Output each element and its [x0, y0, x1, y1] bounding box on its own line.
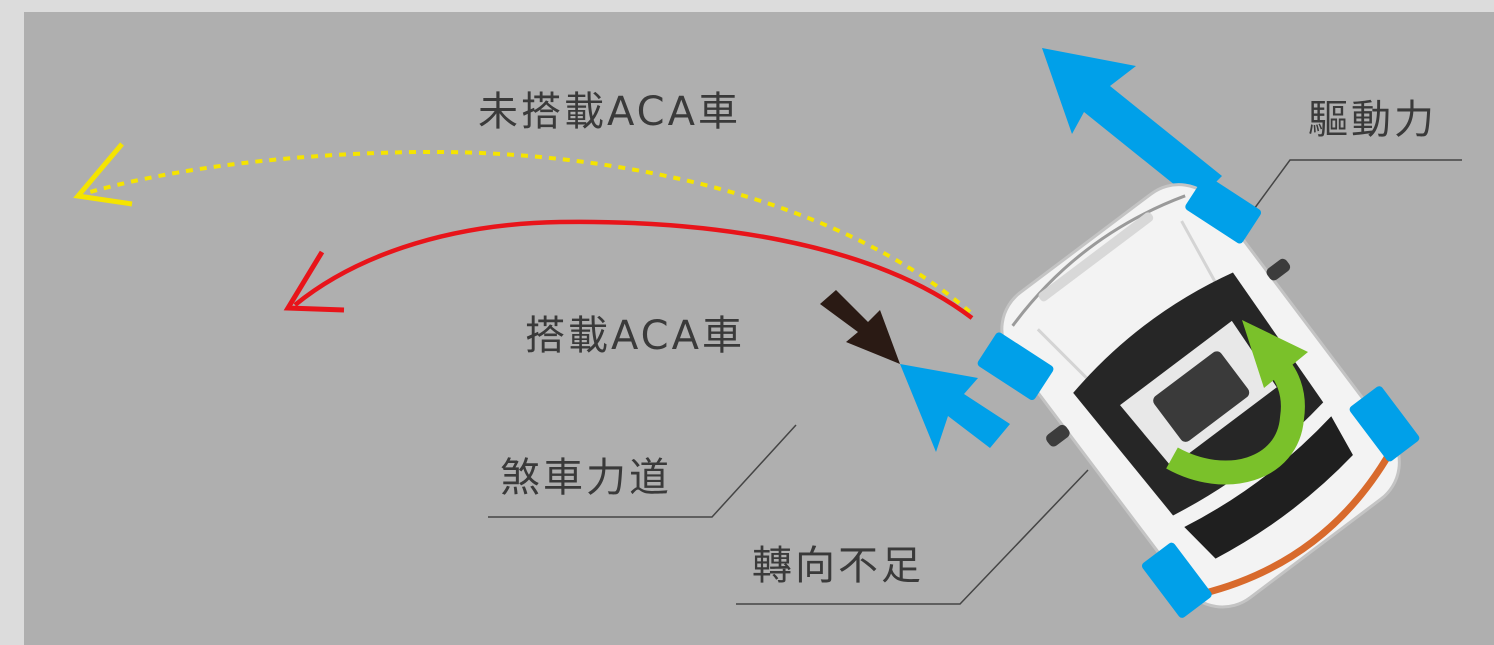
aca-path-arrowhead: [283, 250, 345, 313]
drive-force-label: 驅動力: [1308, 97, 1437, 143]
drive-force-leader-line: [1245, 159, 1462, 221]
brake-force-arrow-icon: [900, 364, 1010, 452]
no-aca-label: 未搭載ACA車: [478, 89, 741, 135]
understeer-label: 轉向不足: [752, 543, 924, 589]
no-aca-path-arrowhead: [73, 142, 133, 207]
pointer-arrow-icon: [820, 290, 900, 364]
wheel-rear-left: [1141, 542, 1212, 618]
drive-force-arrow-icon: [1042, 48, 1222, 202]
aca-path: [283, 219, 974, 320]
yaw-rotation-icon: [1166, 320, 1308, 485]
brake-force-label: 煞車力道: [500, 455, 672, 501]
understeer-leader-line: [736, 469, 1089, 605]
no-aca-path: [73, 142, 972, 314]
wheel-front-right: [1185, 175, 1262, 244]
wheel-front-left: [977, 332, 1054, 400]
brake-force-leader-line: [488, 424, 797, 518]
car-icon: [977, 175, 1420, 618]
wheel-rear-right: [1349, 386, 1420, 462]
with-aca-label: 搭載ACA車: [525, 313, 745, 359]
